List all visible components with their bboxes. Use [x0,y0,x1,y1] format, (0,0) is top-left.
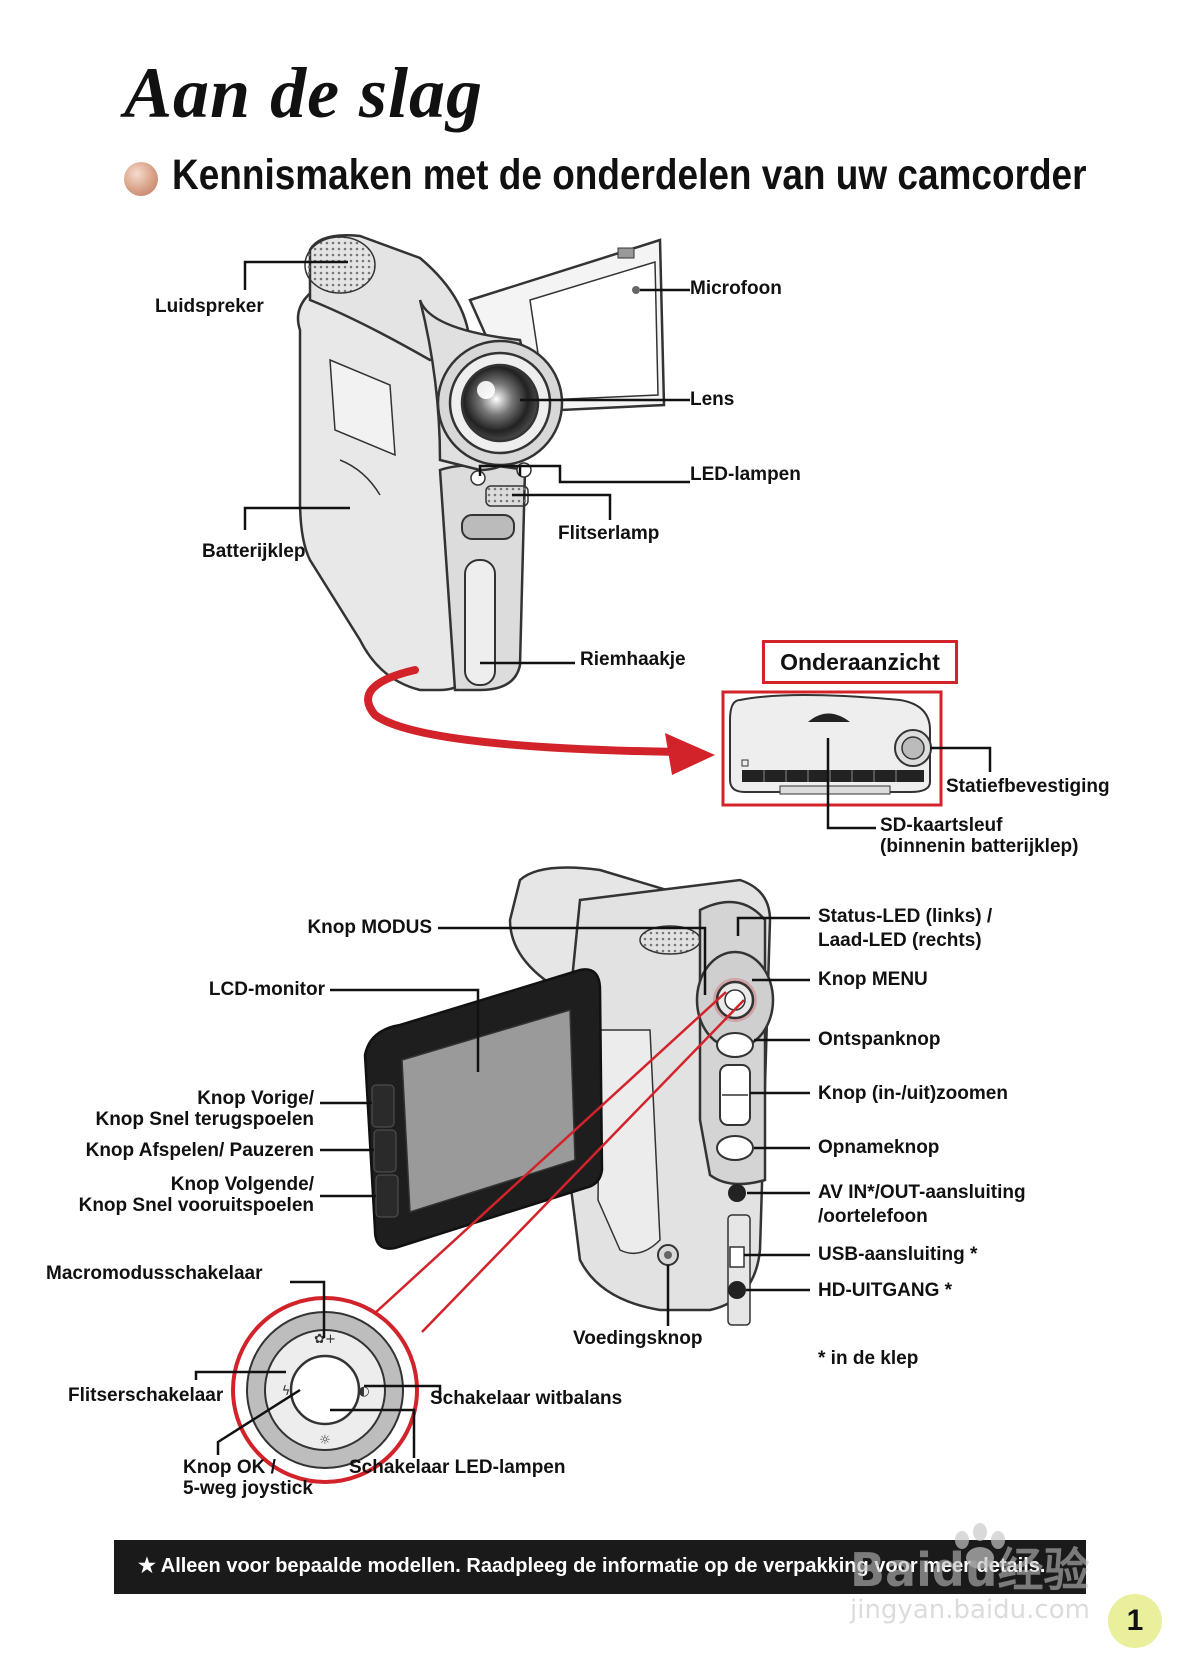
label-voedingsknop: Voedingsknop [573,1328,703,1349]
label-knop-snel-vooruitspoelen: Knop Snel vooruitspoelen [78,1195,314,1216]
label-knop-zoomen: Knop (in-/uit)zoomen [818,1083,1008,1104]
svg-text:☼: ☼ [319,1433,331,1448]
label-schakelaar-led-lampen: Schakelaar LED-lampen [349,1457,566,1478]
label-usb-aansluiting: USB-aansluiting * [818,1244,978,1265]
label-macromodusschakelaar: Macromodusschakelaar [46,1263,263,1284]
joystick-zoom-illustration: ✿+ ϟ ◐ ☼ [231,1296,419,1484]
label-av-aansluiting: AV IN*/OUT-aansluiting [818,1182,1026,1203]
label-batterijklep: Batterijklep [202,541,306,562]
svg-text:Baidu经验: Baidu经验 [850,1543,1090,1597]
label-status-led: Status-LED (links) / [818,906,993,927]
bottom-view-title: Onderaanzicht [762,640,958,684]
footer-note-bar [114,1540,1086,1594]
label-hd-uitgang: HD-UITGANG * [818,1280,953,1301]
label-led-lampen: LED-lampen [690,464,801,485]
bottom-view-leader-lines [826,738,992,830]
label-laad-led: Laad-LED (rechts) [818,930,982,951]
svg-text:ϟ: ϟ [282,1384,291,1399]
svg-text:✿+: ✿+ [314,1332,336,1347]
label-statiefbevestiging: Statiefbevestiging [946,776,1110,797]
back-leader-lines [194,916,810,1458]
label-knop-volgende: Knop Volgende/ [170,1174,314,1195]
label-sd-kaartsleuf-note: (binnenin batterijklep) [880,836,1079,857]
label-in-de-klep-note: * in de klep [818,1348,919,1369]
bottom-view-arrow-icon [364,666,715,775]
label-lcd-monitor: LCD-monitor [208,979,325,1000]
label-luidspreker: Luidspreker [155,296,264,317]
label-flitserschakelaar: Flitserschakelaar [68,1385,224,1406]
svg-text:◐: ◐ [358,1384,369,1399]
camcorder-back-illustration [363,866,775,1326]
section-subtitle: Kennismaken met de onderdelen van uw cam… [172,151,1087,199]
label-knop-snel-terugspoelen: Knop Snel terugspoelen [95,1109,314,1130]
label-5-weg-joystick: 5-weg joystick [183,1478,313,1499]
label-knop-afspelen: Knop Afspelen/ Pauzeren [85,1140,314,1161]
label-oortelefoon: /oortelefoon [818,1206,928,1227]
page-title: Aan de slag [124,53,484,133]
label-opnameknop: Opnameknop [818,1137,940,1158]
footer-note: ★ Alleen voor bepaalde modellen. Raadple… [138,1555,1046,1577]
label-sd-kaartsleuf: SD-kaartsleuf [880,815,1003,836]
label-schakelaar-witbalans: Schakelaar witbalans [430,1388,623,1409]
label-microfoon: Microfoon [690,278,782,299]
top-leader-lines [243,260,690,665]
label-ontspanknop: Ontspanknop [818,1029,941,1050]
label-flitserlamp: Flitserlamp [558,523,660,544]
camcorder-top-illustration [296,234,666,692]
label-riemhaakje: Riemhaakje [580,649,686,670]
bottom-view-illustration [721,690,943,807]
section-bullet-icon [124,162,158,196]
label-knop-vorige: Knop Vorige/ [197,1088,314,1109]
page-number-badge: 1 [1108,1594,1162,1648]
label-lens: Lens [690,389,735,410]
label-knop-ok: Knop OK / [183,1457,276,1478]
svg-text:jingyan.baidu.com: jingyan.baidu.com [849,1595,1090,1625]
label-knop-menu: Knop MENU [818,969,928,990]
label-knop-modus: Knop MODUS [307,917,432,938]
joystick-zoom-lines [374,991,745,1333]
baidu-watermark-logo: Baidu经验 jingyan.baidu.com [849,1523,1090,1625]
